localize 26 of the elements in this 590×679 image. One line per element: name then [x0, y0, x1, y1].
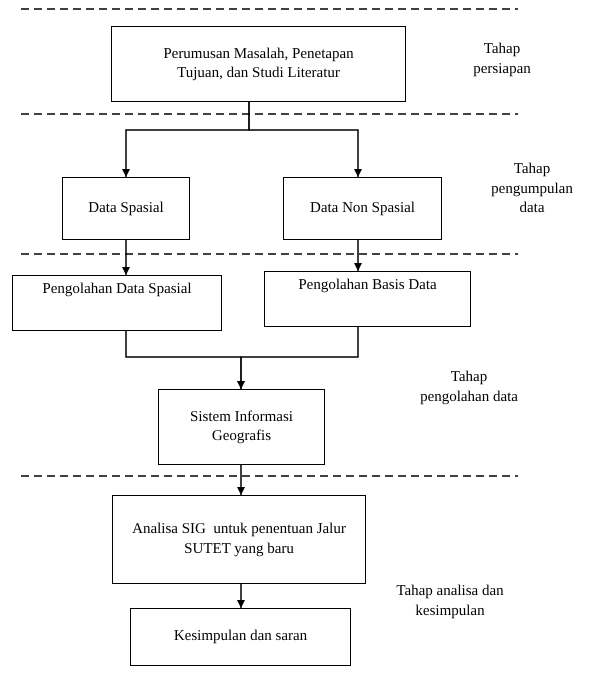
arrow	[237, 584, 245, 608]
box-text: Kesimpulan dan saran	[174, 627, 308, 646]
stage-label: Tahap analisa dan kesimpulan	[395, 582, 505, 620]
process-box	[12, 275, 222, 331]
arrow	[122, 240, 130, 275]
box-text: Data Non Spasial	[310, 198, 415, 218]
box-text: Data Spasial	[88, 198, 164, 218]
arrow	[237, 465, 245, 495]
process-box	[158, 389, 325, 465]
arrow	[237, 327, 359, 389]
arrow	[248, 102, 362, 177]
process-box	[111, 26, 406, 102]
process-box	[130, 608, 351, 666]
process-box	[283, 177, 442, 240]
box-text: Pengolahan Basis Data	[298, 276, 437, 295]
process-box	[264, 271, 471, 327]
box-text: Pengolahan Data Spasial	[42, 280, 192, 299]
stage-label: Tahap pengumpulan data	[490, 160, 574, 218]
process-box	[62, 177, 190, 240]
box-text: Perumusan Masalah, Penetapan Tujuan, dan Studi Literatur	[162, 44, 355, 83]
arrow	[354, 240, 362, 271]
box-text: Sistem Informasi Geografis	[189, 408, 294, 446]
stage-label: Tahap persiapan	[472, 40, 532, 78]
box-text: Analisa SIG untuk penentuan Jalur SUTET yang baru	[131, 520, 347, 558]
stage-label: Tahap pengolahan data	[419, 368, 519, 406]
process-box	[112, 495, 366, 584]
